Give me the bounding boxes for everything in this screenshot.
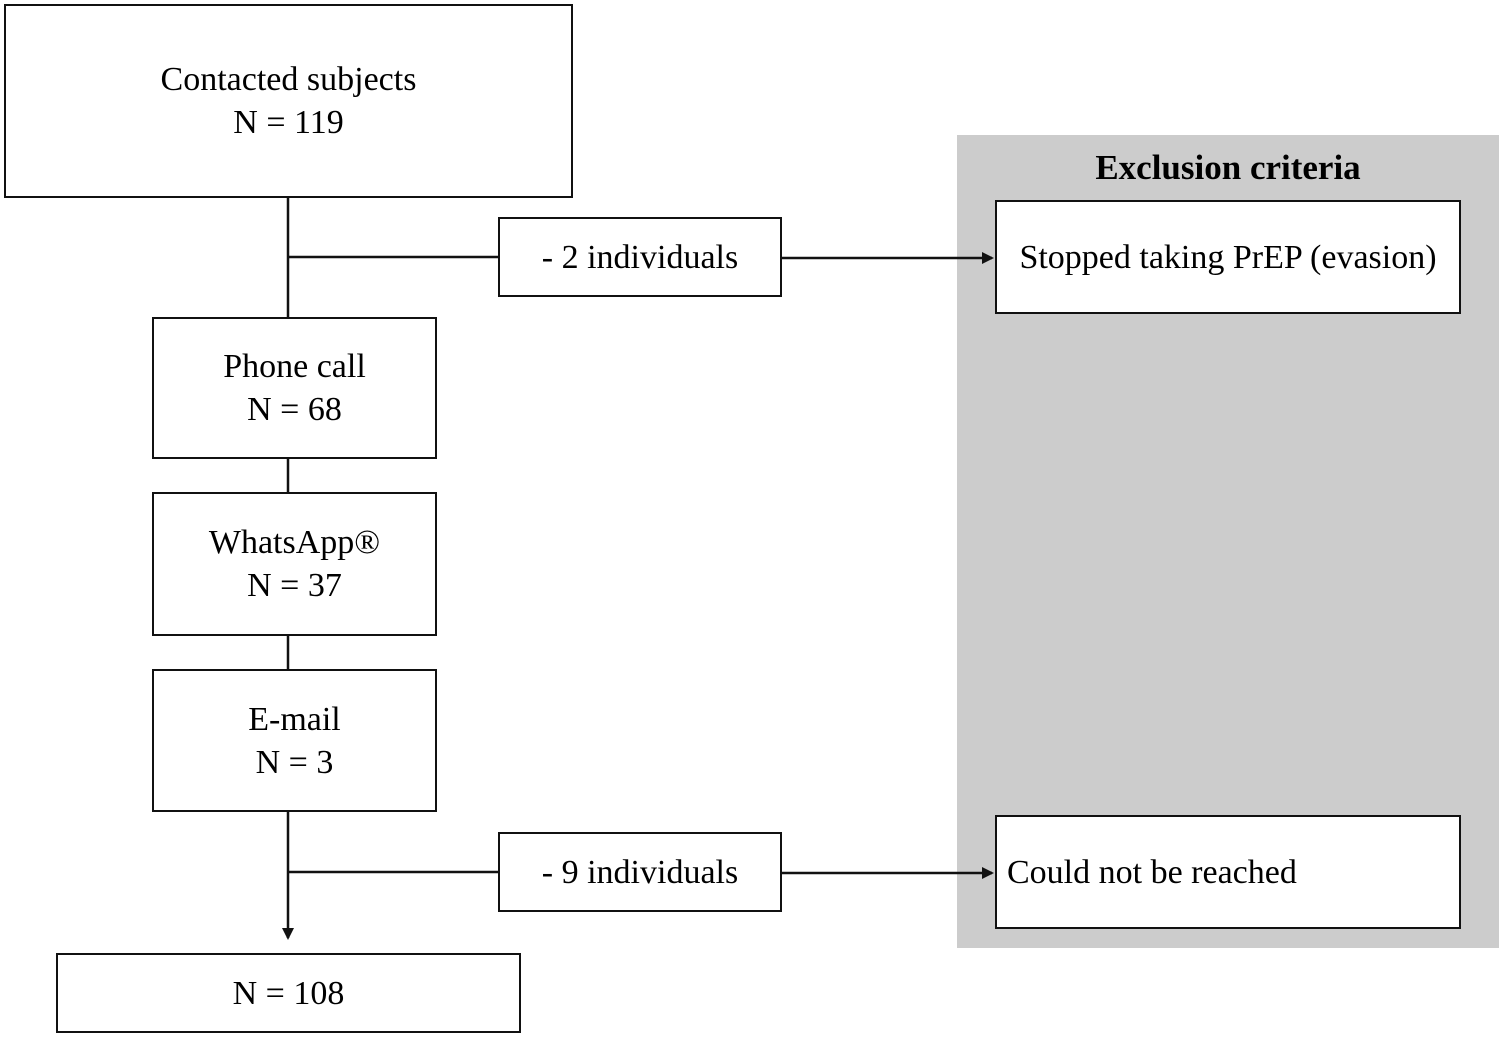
exclusion-reason-1: Stopped taking PrEP (evasion): [1019, 238, 1437, 276]
phone-call-box: Phone call N = 68: [152, 317, 437, 459]
phone-call-label: Phone call: [223, 348, 366, 385]
contacted-subjects-box: Contacted subjects N = 119: [4, 4, 573, 198]
exclusion-reason-box-1: Stopped taking PrEP (evasion): [995, 200, 1461, 314]
exclusion-reason-2: Could not be reached: [1007, 853, 1297, 891]
email-label: E-mail: [248, 700, 341, 738]
exclusion-criteria-title: Exclusion criteria: [1095, 148, 1361, 187]
contacted-subjects-label: Contacted subjects: [160, 61, 417, 98]
removal-box-2: - 9 individuals: [498, 832, 782, 912]
whatsapp-label: WhatsApp®: [208, 524, 381, 561]
phone-call-count: N = 68: [247, 391, 342, 428]
exclusion-reason-box-2: Could not be reached: [995, 815, 1461, 929]
removal-label-2: - 9 individuals: [541, 853, 739, 891]
whatsapp-count: N = 37: [247, 567, 342, 604]
removal-label-1: - 2 individuals: [541, 238, 739, 276]
final-count: N = 108: [232, 974, 345, 1012]
removal-box-1: - 2 individuals: [498, 217, 782, 297]
final-count-box: N = 108: [56, 953, 521, 1033]
whatsapp-box: WhatsApp® N = 37: [152, 492, 437, 636]
email-box: E-mail N = 3: [152, 669, 437, 812]
email-count: N = 3: [255, 743, 334, 781]
contacted-subjects-count: N = 119: [233, 104, 344, 141]
